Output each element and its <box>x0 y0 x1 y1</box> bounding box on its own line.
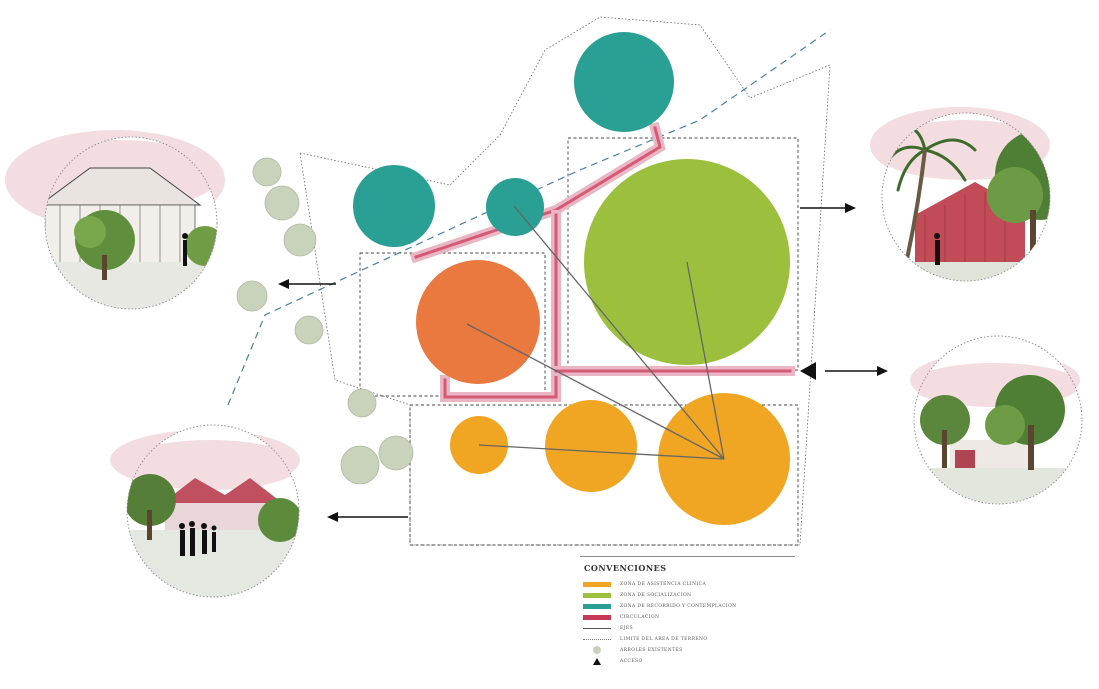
legend-label: ZONA DE SOCIALIZACION <box>620 592 692 598</box>
legend-label: ARBOLES EXISTENTES <box>620 647 683 653</box>
legend-label: ZONA DE ASISTENCIA CLINICA <box>620 581 707 587</box>
legend-item: ZONA DE ASISTENCIA CLINICA <box>580 579 780 589</box>
legend-symbol <box>580 624 614 632</box>
legend-label: LIMITE DEL AREA DE TERRENO <box>620 636 708 642</box>
legend-item: ZONA DE RECORRIDO Y CONTEMPLACION <box>580 601 780 611</box>
circulation-paths <box>409 121 795 402</box>
legend-swatch <box>583 581 611 587</box>
legend-symbol <box>580 580 614 588</box>
legend-item: EJES <box>580 623 780 633</box>
legend-item: CIRCULACION <box>580 612 780 622</box>
legend-symbol <box>580 657 614 665</box>
vignette-pavilion <box>5 130 225 310</box>
tree-icon <box>593 646 601 654</box>
legend-rule <box>580 556 795 557</box>
zona-teal-left <box>353 165 435 247</box>
legend-label: ACCESO <box>620 658 643 664</box>
vignette-red-roofs <box>110 424 300 598</box>
boundary-line-icon <box>583 638 611 640</box>
vignette-garden <box>910 335 1083 505</box>
legend-label: EJES <box>620 625 634 631</box>
legend-title: CONVENCIONES <box>584 563 667 573</box>
existing-trees <box>236 157 414 485</box>
legend-symbol <box>580 602 614 610</box>
legend-symbol <box>580 646 614 654</box>
legend-swatch <box>583 592 611 598</box>
legend-item: LIMITE DEL AREA DE TERRENO <box>580 634 780 644</box>
legend-items: ZONA DE ASISTENCIA CLINICA ZONA DE SOCIAL… <box>580 579 780 666</box>
legend-symbol <box>580 635 614 643</box>
legend-label: ZONA DE RECORRIDO Y CONTEMPLACION <box>620 603 737 609</box>
access-triangle-icon <box>593 657 601 665</box>
legend-item: ZONA DE SOCIALIZACION <box>580 590 780 600</box>
vignette-palm-house <box>870 107 1051 282</box>
legend-swatch <box>583 614 611 620</box>
zona-orange <box>416 260 540 384</box>
legend-label: CIRCULACION <box>620 614 660 620</box>
axis-line-icon <box>583 627 611 629</box>
topo-line <box>227 29 831 406</box>
axes <box>466 205 725 460</box>
legend-symbol <box>580 613 614 621</box>
legend-item: ACCESO <box>580 656 780 666</box>
arrows <box>278 203 888 522</box>
legend-swatch <box>583 603 611 609</box>
access-triangle-icon <box>800 362 816 380</box>
legend-symbol <box>580 591 614 599</box>
legend-item: ARBOLES EXISTENTES <box>580 645 780 655</box>
zona-yellow-medium <box>545 400 637 492</box>
zona-teal-top <box>574 32 674 132</box>
